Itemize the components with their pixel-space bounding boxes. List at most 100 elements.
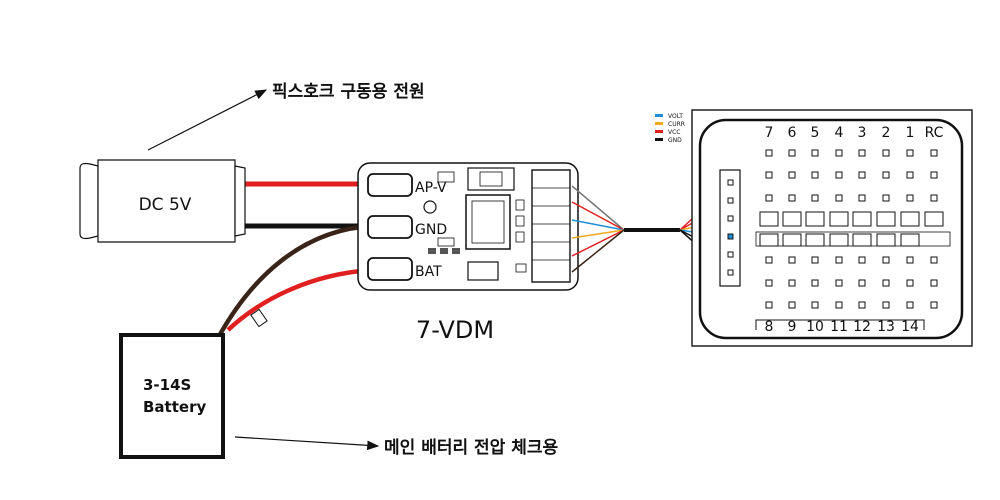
receiver-pin: [835, 149, 843, 157]
module-connector: [531, 169, 571, 283]
receiver-pin: [906, 279, 914, 287]
receiver-pin: [882, 149, 890, 157]
component-top: [467, 167, 515, 191]
receiver-top-label: 7: [765, 125, 774, 141]
receiver-pin: [835, 171, 843, 179]
receiver-pin: [930, 194, 938, 202]
component-bottom: [467, 261, 499, 281]
receiver-port: [924, 211, 944, 227]
receiver-port: [782, 211, 802, 227]
receiver-top-label: 3: [858, 125, 867, 141]
receiver-bottom-frame: [755, 319, 925, 330]
receiver-pin: [882, 171, 890, 179]
annotation-arrow-bottom: [234, 436, 380, 451]
receiver-port: [876, 233, 896, 247]
receiver-pin: [882, 194, 890, 202]
receiver-pin: [882, 279, 890, 287]
receiver-pin: [906, 149, 914, 157]
receiver-pin: [930, 279, 938, 287]
receiver-pin: [858, 171, 866, 179]
receiver-port: [829, 211, 849, 227]
receiver-port: [759, 211, 779, 227]
receiver-pin: [835, 279, 843, 287]
pad-gnd: [367, 215, 413, 239]
receiver-pin: [811, 171, 819, 179]
receiver-top-label: RC: [925, 125, 944, 141]
ic-chip: [465, 194, 511, 250]
legend-swatch-gnd: [655, 138, 663, 141]
battery-brown-wire: [216, 223, 373, 340]
pad-label-bat: BAT: [415, 264, 442, 280]
receiver-port: [805, 211, 825, 227]
pad-ap-v: [367, 173, 413, 197]
receiver-pin: [930, 171, 938, 179]
legend-swatch-vcc: [655, 130, 663, 133]
receiver-bottom-label: 9: [788, 319, 797, 335]
receiver-pin: [835, 301, 843, 309]
receiver-top-label: 1: [906, 125, 915, 141]
legend-label-gnd: GND: [668, 137, 682, 144]
receiver-pin: [930, 256, 938, 264]
receiver-bottom-label: 11: [830, 319, 848, 335]
dc-power-supply: DC 5V: [79, 159, 246, 243]
receiver-pin: [765, 194, 773, 202]
receiver-bottom-label: 13: [877, 319, 895, 335]
receiver-port: [829, 233, 849, 247]
receiver-pin: [906, 301, 914, 309]
receiver-pin: [835, 256, 843, 264]
receiver-pin: [811, 301, 819, 309]
module-name: 7-VDM: [416, 316, 494, 344]
dc-power-label: DC 5V: [139, 195, 192, 215]
mount-hole: [423, 200, 437, 214]
battery-label-line2: Battery: [143, 398, 206, 416]
receiver-bottom-label: 8: [765, 319, 774, 335]
receiver-pin: [811, 279, 819, 287]
receiver-port: [805, 233, 825, 247]
legend-label-vcc: VCC: [668, 129, 680, 136]
pad-label-ap-v: AP-V: [415, 180, 447, 196]
receiver-port: [852, 233, 872, 247]
annotation-top-label: 픽스호크 구동용 전원: [272, 82, 425, 102]
wire-legend: VOLT CURR VCC GND: [655, 113, 685, 144]
receiver-bottom-label: 12: [853, 319, 871, 335]
receiver-side-connector: [719, 169, 741, 287]
receiver-pin: [906, 171, 914, 179]
annotation-arrow-top: [147, 89, 268, 151]
receiver-pin: [811, 149, 819, 157]
legend-label-curr: CURR: [668, 121, 685, 128]
receiver-pin: [765, 279, 773, 287]
receiver-top-label: 4: [835, 125, 844, 141]
receiver-pin: [858, 149, 866, 157]
receiver-top-label: 2: [882, 125, 891, 141]
receiver-pin: [858, 301, 866, 309]
receiver-pin: [811, 194, 819, 202]
receiver-port: [900, 211, 920, 227]
receiver-pin: [930, 301, 938, 309]
receiver-port: [782, 233, 802, 247]
receiver-pin: [788, 194, 796, 202]
receiver-pin: [930, 149, 938, 157]
receiver-pin: [858, 279, 866, 287]
pad-label-gnd: GND: [415, 222, 447, 238]
battery-wire-connector: [250, 308, 268, 328]
receiver-pin: [765, 256, 773, 264]
receiver-port: [852, 211, 872, 227]
receiver-pin: [765, 171, 773, 179]
receiver-pin: [788, 256, 796, 264]
receiver-bottom-label: 10: [806, 319, 824, 335]
receiver-pin: [765, 301, 773, 309]
receiver-port: [759, 233, 779, 247]
receiver-pin: [765, 149, 773, 157]
receiver-pin: [835, 194, 843, 202]
battery: 3-14S Battery: [119, 333, 225, 459]
battery-red-wire: [226, 267, 373, 332]
receiver-port: [876, 211, 896, 227]
legend-swatch-volt: [655, 114, 663, 117]
legend-label-volt: VOLT: [668, 113, 683, 120]
receiver-pin: [788, 149, 796, 157]
receiver-port: [900, 233, 920, 247]
annotation-bottom-label: 메인 배터리 전압 체크용: [384, 437, 559, 458]
legend-swatch-curr: [655, 122, 663, 125]
